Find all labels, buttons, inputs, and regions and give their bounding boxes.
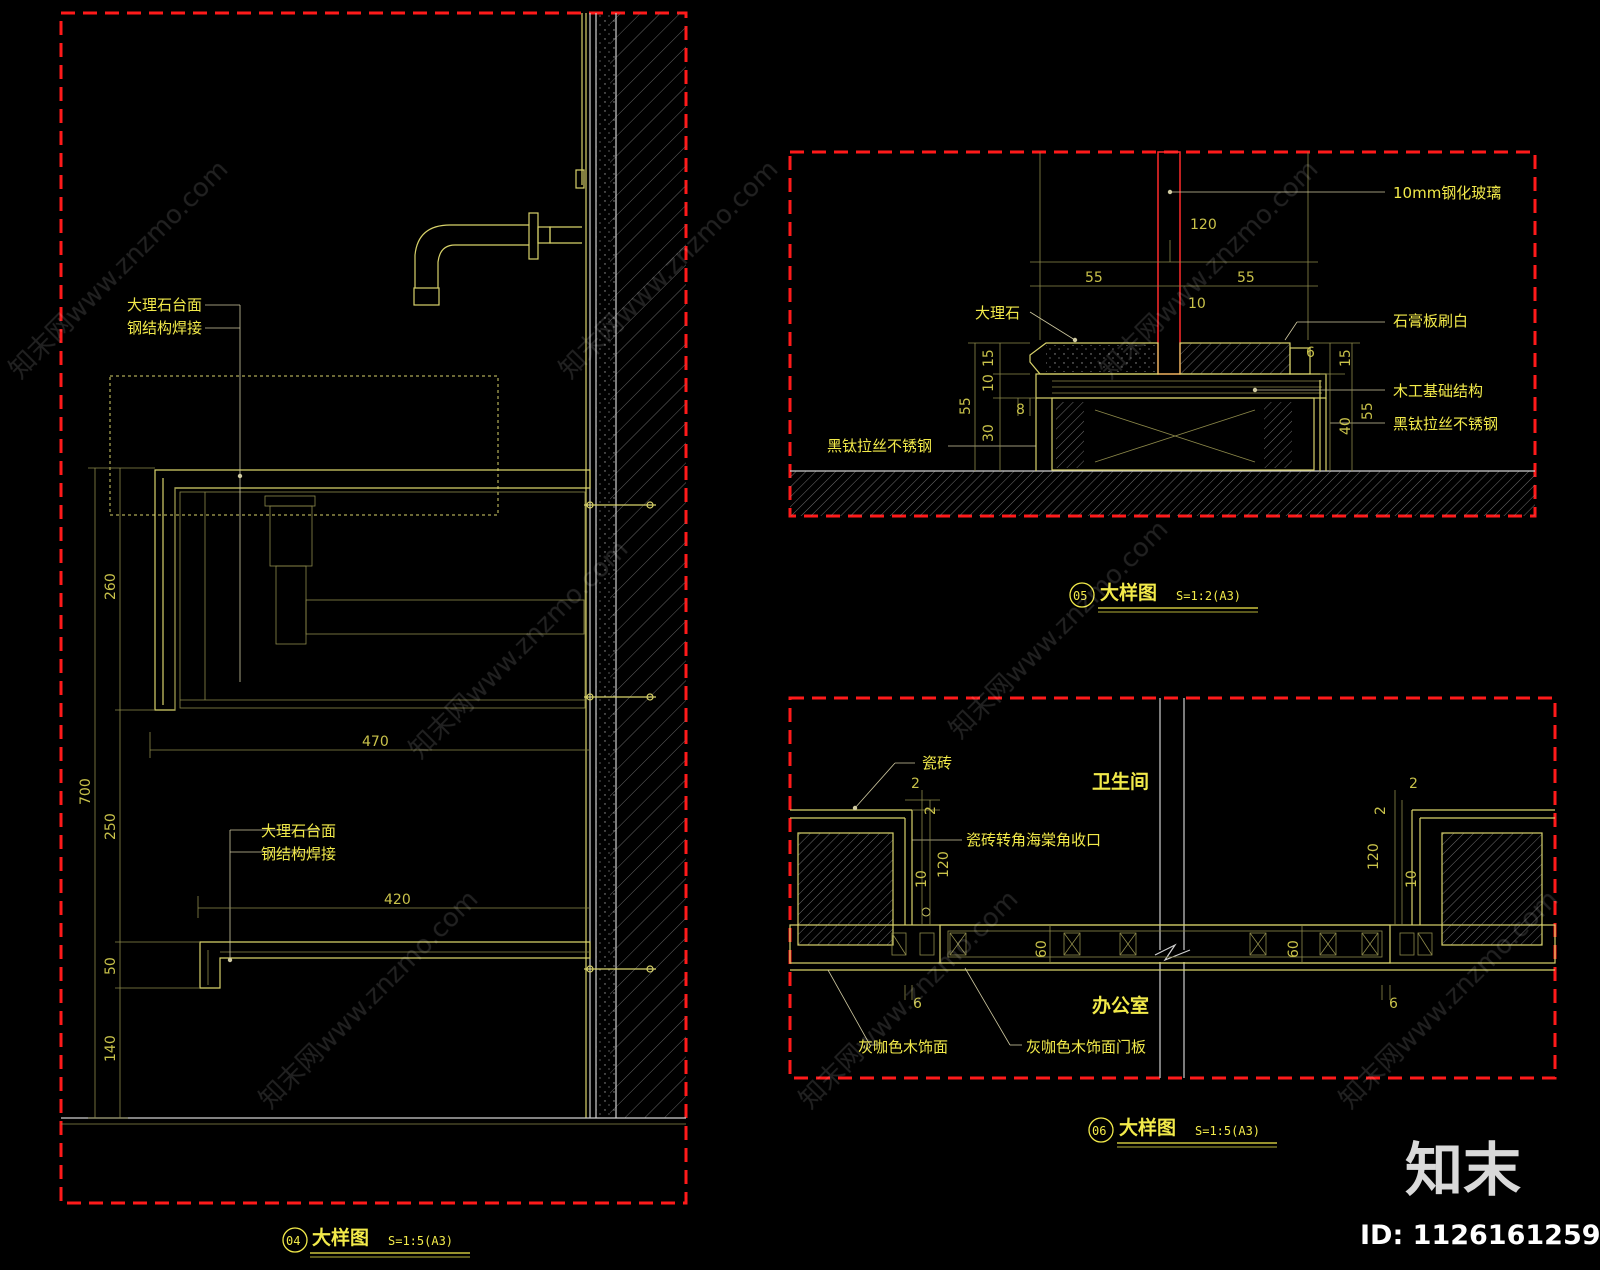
watermark-text-1: 知末网www.znzmo.com: [4, 154, 235, 385]
label-office: 办公室: [1092, 994, 1149, 1017]
dim-60-left: 60: [1034, 940, 1050, 958]
dim-420: 420: [384, 892, 411, 908]
dim-470: 470: [362, 734, 389, 750]
dim-30: 30: [981, 424, 997, 442]
door-frame: [789, 907, 1556, 971]
dim-2-c: 2: [1409, 776, 1418, 792]
dim-6: 6: [1306, 345, 1315, 361]
dim-6-right: 6: [1389, 996, 1398, 1012]
title-04-num: 04: [286, 1234, 300, 1248]
label-steel-left: 黑钛拉丝不锈钢: [827, 437, 932, 455]
detail-06-frame: [788, 696, 1557, 1080]
label-corner-trim: 瓷砖转角海棠角收口: [966, 831, 1101, 849]
marble-base: [1029, 342, 1327, 471]
glass-panel: [1157, 151, 1181, 375]
label-steel-weld-upper: 钢结构焊接: [127, 319, 202, 337]
dim-10-left: 10: [914, 870, 930, 888]
dim-10: 10: [981, 374, 997, 392]
title-06-text: 大样图: [1119, 1116, 1176, 1139]
detail-04: 大理石台面 钢结构焊接 大理石台面 钢结构焊接 470 420 700 260 …: [59, 11, 688, 1258]
label-marble-top-upper: 大理石台面: [127, 296, 202, 314]
wall-concrete: [596, 13, 616, 1118]
dim-55-vertical: 55: [958, 397, 974, 415]
detail-06: 瓷砖 瓷砖转角海棠角收口 卫生间 办公室 灰咖色木饰面 灰咖色木饰面门板 2 2…: [788, 696, 1557, 1148]
dim-260: 260: [103, 573, 119, 600]
watermark-text-5: 知末网www.znzmo.com: [944, 514, 1175, 745]
watermarks: 知末网www.znzmo.com 知末网www.znzmo.com 知末网www…: [4, 154, 1565, 1115]
label-steel-right: 黑钛拉丝不锈钢: [1393, 415, 1498, 433]
label-glass: 10mm钢化玻璃: [1393, 184, 1501, 202]
dim-60-right: 60: [1286, 940, 1302, 958]
dim-10-right: 10: [1404, 870, 1420, 888]
watermark-logo: 知末: [1405, 1136, 1521, 1204]
dim-55-left: 55: [1085, 270, 1103, 286]
label-bathroom: 卫生间: [1092, 770, 1149, 793]
title-05-num: 05: [1073, 589, 1087, 603]
dim-2-b: 2: [923, 806, 939, 815]
title-05-scale: S=1:2(A3): [1176, 589, 1241, 603]
right-wall: [1411, 809, 1555, 946]
floor-slab: [790, 471, 1535, 516]
dim-15-right: 15: [1338, 349, 1354, 367]
label-wood-face: 灰咖色木饰面: [858, 1038, 948, 1056]
label-steel-weld-lower: 钢结构焊接: [261, 845, 336, 863]
watermark-id: ID: 1126161259: [1360, 1220, 1600, 1251]
title-05: 05 大样图 S=1:2(A3): [1069, 581, 1258, 613]
detail-05: 120 55 55 10: [788, 150, 1537, 613]
dim-15: 15: [981, 349, 997, 367]
wall-hatch: [610, 13, 686, 1118]
dim-2-a: 2: [911, 776, 920, 792]
watermark-text-6: 知末网www.znzmo.com: [254, 884, 485, 1115]
title-06-num: 06: [1092, 1124, 1106, 1138]
dim-140: 140: [103, 1035, 119, 1062]
dim-8: 8: [1016, 402, 1025, 418]
title-06: 06 大样图 S=1:5(A3): [1088, 1116, 1277, 1148]
faucet: [413, 212, 582, 306]
label-wood-door: 灰咖色木饰面门板: [1026, 1038, 1146, 1056]
dim-250: 250: [103, 813, 119, 840]
title-04-text: 大样图: [312, 1226, 369, 1249]
title-06-scale: S=1:5(A3): [1195, 1124, 1260, 1138]
title-05-text: 大样图: [1100, 581, 1157, 604]
dim-120: 120: [1190, 217, 1217, 233]
label-wood-base: 木工基础结构: [1393, 382, 1483, 400]
label-marble-top-lower: 大理石台面: [261, 822, 336, 840]
dim-120-right: 120: [1366, 843, 1382, 870]
dim-2-d: 2: [1373, 806, 1389, 815]
title-04: 04 大样图 S=1:5(A3): [282, 1226, 470, 1258]
label-marble: 大理石: [975, 304, 1020, 322]
dim-55-right-vertical: 55: [1360, 402, 1376, 420]
dim-40: 40: [1338, 417, 1354, 435]
title-04-scale: S=1:5(A3): [388, 1234, 453, 1248]
dim-50: 50: [103, 957, 119, 975]
label-gypsum: 石膏板刷白: [1393, 312, 1468, 330]
label-tile: 瓷砖: [922, 754, 952, 772]
dim-6-left: 6: [913, 996, 922, 1012]
dim-55-right: 55: [1237, 270, 1255, 286]
left-wall: [790, 809, 913, 946]
dim-120-left: 120: [936, 851, 952, 878]
dim-10-top: 10: [1188, 296, 1206, 312]
basin-outline: [109, 375, 499, 516]
dim-700: 700: [78, 778, 94, 805]
